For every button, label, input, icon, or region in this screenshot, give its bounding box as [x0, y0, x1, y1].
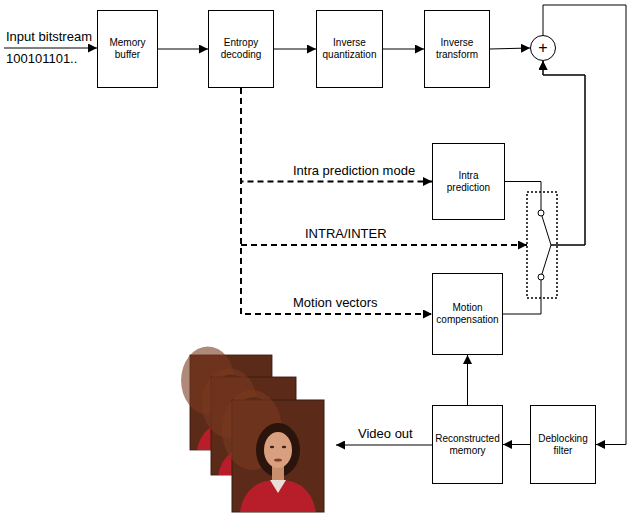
box-text: Deblocking filter	[534, 433, 592, 457]
control-connector	[241, 88, 432, 314]
data-connector	[490, 48, 530, 49]
box-text: Motion compensation	[436, 302, 499, 326]
box-text: Intra prediction	[436, 170, 501, 194]
input-arrow	[4, 48, 97, 49]
box-text: Inverse quantization	[320, 37, 379, 61]
process-box: Entropy decoding	[208, 10, 274, 88]
box-text: Reconstructed memory	[435, 433, 499, 457]
box-text: Memory buffer	[101, 37, 154, 61]
data-connector	[543, 5, 626, 445]
output-arrow	[336, 445, 432, 446]
data-connector	[158, 49, 208, 50]
adder-outline	[531, 36, 556, 61]
control-connector	[241, 88, 432, 182]
edge-label: Motion vectors	[291, 295, 380, 310]
data-connector	[505, 61, 585, 245]
input-label: Input bitstream	[6, 29, 92, 44]
process-box: Motion compensation	[432, 273, 503, 355]
box-text: Entropy decoding	[212, 37, 270, 61]
process-box: Reconstructed memory	[432, 405, 503, 484]
edge-label: Intra prediction mode	[291, 163, 417, 178]
bitstream-label: 100101101..	[6, 51, 77, 66]
data-connector	[274, 49, 316, 50]
signal-label: INTRA/INTER	[305, 226, 387, 241]
data-connector	[503, 444, 530, 445]
data-connector	[503, 61, 585, 314]
process-box: Inverse transform	[424, 10, 490, 88]
adder-circle: +	[530, 35, 556, 61]
switch-contact	[538, 210, 544, 216]
video-frames	[181, 347, 324, 512]
data-connector	[383, 49, 424, 50]
box-text: +	[538, 40, 547, 56]
process-box: Memory buffer	[97, 10, 158, 88]
process-box: Intra prediction	[432, 143, 505, 220]
control-arrow	[241, 244, 527, 246]
output-label: Video out	[358, 426, 413, 441]
switch-contact	[538, 274, 544, 280]
video-frame	[222, 390, 324, 512]
process-box: Inverse quantization	[316, 10, 383, 88]
box-text: Inverse transform	[428, 37, 486, 61]
process-box: Deblocking filter	[530, 405, 596, 484]
data-connector	[467, 355, 468, 405]
